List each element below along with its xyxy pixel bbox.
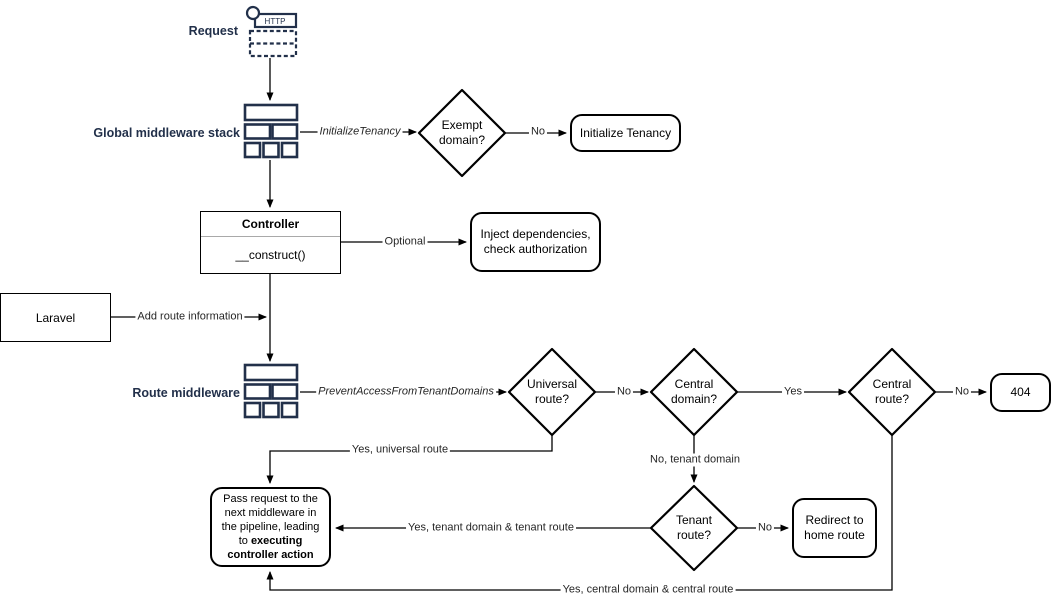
pass-request-text: Pass request to the next middleware in t… — [221, 493, 320, 561]
controller-method: __construct() — [235, 248, 306, 262]
edge-label-prevent-access: PreventAccessFromTenantDomains — [316, 385, 496, 399]
diamond-universal-route — [507, 347, 597, 437]
request-label: Request — [188, 24, 238, 38]
edge-label-add-route-information: Add route information — [135, 310, 245, 324]
diamond-exempt-domain — [417, 88, 507, 178]
middleware-stack-icon — [243, 103, 299, 159]
edge-label-central-domain-yes: Yes — [782, 385, 804, 399]
edge-label-yes-central-domain-route: Yes, central domain & central route — [560, 583, 736, 597]
edge-label-universal-no: No — [614, 385, 634, 399]
404-box: 404 — [990, 373, 1051, 412]
svg-text:HTTP: HTTP — [265, 17, 286, 26]
edge-label-yes-universal-route: Yes, universal route — [349, 443, 451, 457]
pass-request-box: Pass request to the next middleware in t… — [210, 487, 331, 567]
http-request-icon: HTTP — [245, 5, 298, 58]
redirect-home-box: Redirect to home route — [792, 498, 877, 558]
diamond-central-route — [847, 347, 937, 437]
route-middleware-icon — [243, 363, 299, 419]
route-middleware-label: Route middleware — [132, 386, 240, 400]
universal-route-label: Universal route? — [526, 377, 578, 406]
edge-label-tenant-route-no: No — [755, 521, 775, 535]
global-middleware-label: Global middleware stack — [93, 126, 240, 140]
laravel-box: Laravel — [0, 293, 111, 342]
edge-label-no-tenant-domain: No, tenant domain — [648, 453, 742, 467]
controller-box: Controller __construct() — [200, 211, 341, 274]
edge-label-initialize-tenancy: InitializeTenancy — [317, 125, 403, 139]
inject-dependencies-box: Inject dependencies, check authorization — [470, 212, 601, 272]
controller-title: Controller — [201, 212, 340, 237]
tenant-route-label: Tenant route? — [675, 513, 713, 542]
edge-universal-to-pass — [266, 435, 553, 484]
central-route-label: Central route? — [872, 377, 912, 406]
diamond-tenant-route — [649, 484, 739, 572]
edge-label-optional: Optional — [382, 235, 428, 249]
edge-label-exempt-no: No — [528, 125, 548, 139]
central-domain-label: Central domain? — [670, 377, 718, 406]
edge-label-yes-tenant-domain-route: Yes, tenant domain & tenant route — [406, 521, 576, 535]
diamond-central-domain — [649, 347, 739, 437]
edge-label-central-route-no: No — [952, 385, 972, 399]
exempt-domain-label: Exempt domain? — [438, 118, 486, 147]
initialize-tenancy-box: Initialize Tenancy — [570, 114, 681, 152]
